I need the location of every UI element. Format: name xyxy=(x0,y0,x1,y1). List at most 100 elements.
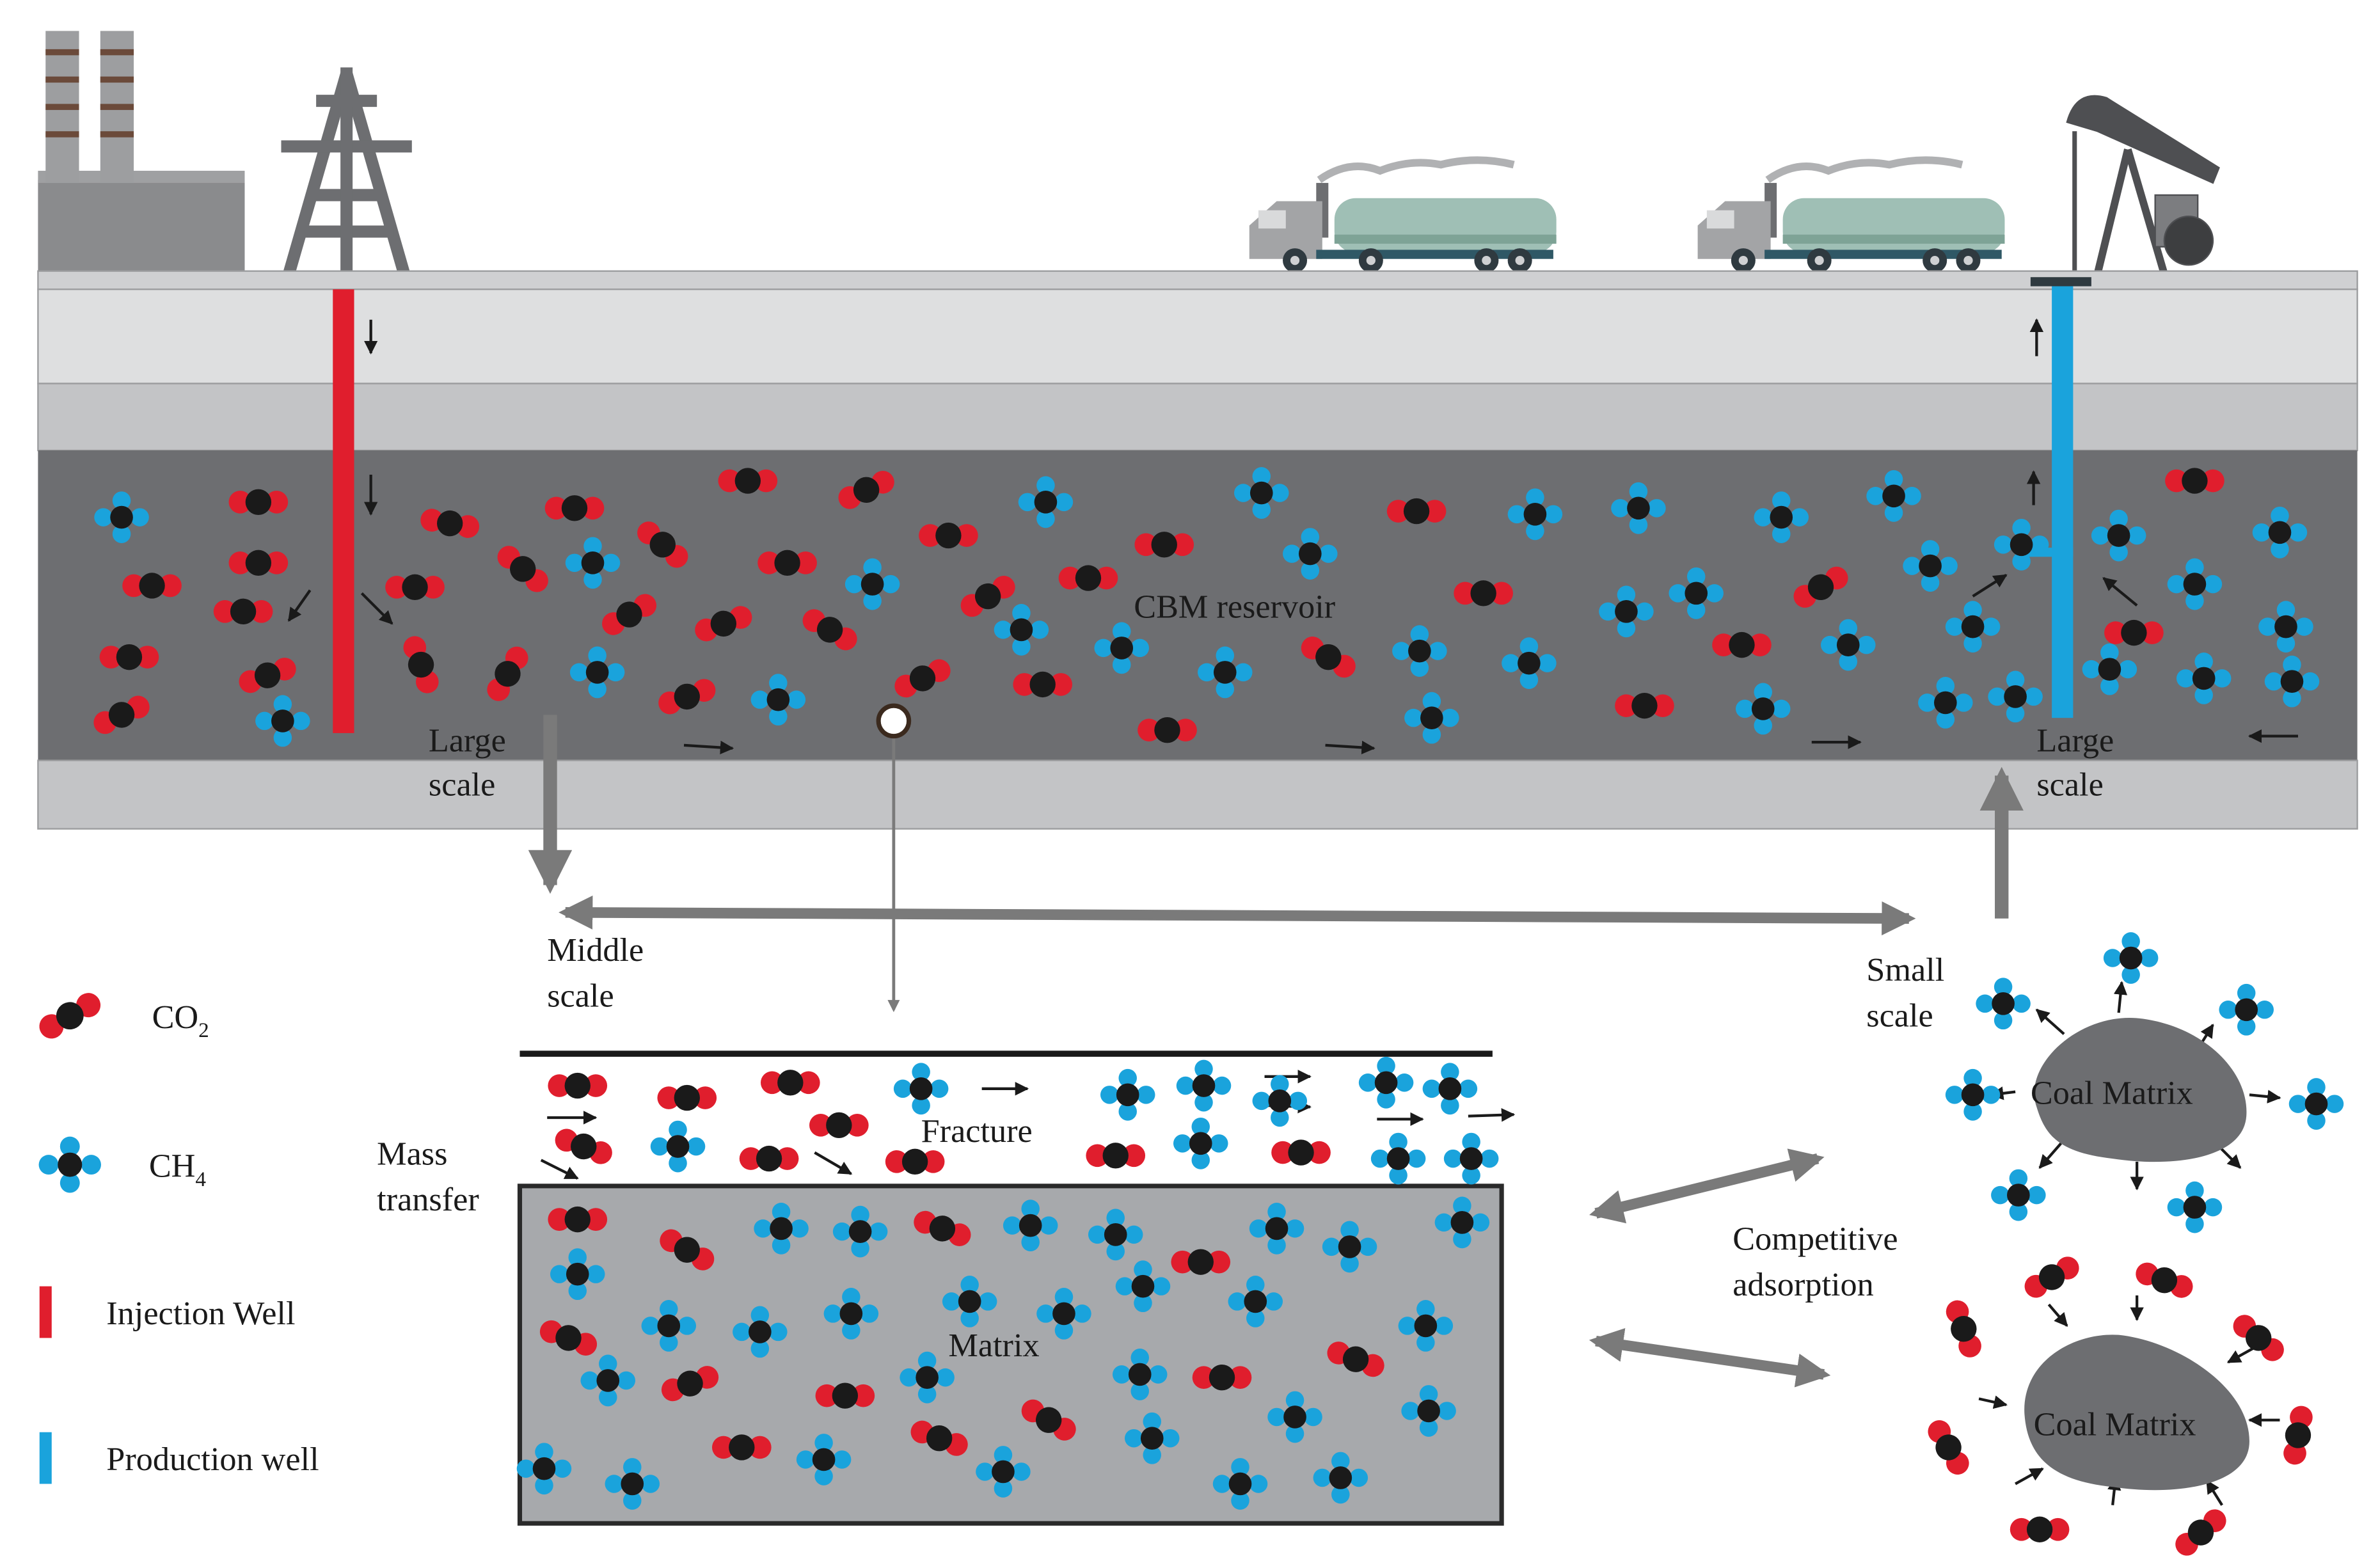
ch4-molecule-icon xyxy=(255,695,310,747)
ch4-molecule-icon xyxy=(1228,1276,1283,1327)
ch4-molecule-icon xyxy=(2091,509,2146,562)
ch4-molecule-icon xyxy=(1322,1221,1377,1273)
ch4-molecule-icon xyxy=(1198,646,1253,699)
ch4-molecule-icon xyxy=(1434,1196,1490,1249)
co2-molecule-icon xyxy=(1301,637,1356,678)
co2-molecule-icon xyxy=(637,521,688,568)
ch4-molecule-icon xyxy=(1115,1260,1171,1313)
co2-molecule-icon xyxy=(555,1128,612,1164)
ch4-molecule-icon xyxy=(893,1063,949,1115)
production-well xyxy=(2052,286,2074,718)
small-scale-label: scale xyxy=(1866,997,1933,1034)
ch4-molecule-icon xyxy=(1994,518,2049,571)
ch4-molecule-icon xyxy=(1918,677,1973,729)
legend-production-label: Production well xyxy=(106,1441,319,1478)
co2-molecule-icon xyxy=(658,679,716,715)
co2-molecule-icon xyxy=(1386,498,1447,525)
co2-molecule-icon xyxy=(757,550,817,576)
tanker-truck-icon xyxy=(1697,156,2005,273)
ch4-molecule-icon xyxy=(1945,601,2001,653)
co2-molecule-icon xyxy=(718,468,778,494)
legend-production-swatch xyxy=(39,1432,52,1484)
pump-jack-icon xyxy=(2066,95,2232,281)
co2-molecule-icon xyxy=(2165,468,2224,494)
co2-molecule-icon xyxy=(1928,1420,1969,1475)
ch4-molecule-icon xyxy=(823,1288,879,1340)
ch4-molecule-icon xyxy=(1735,683,1791,735)
co2-molecule-icon xyxy=(910,1420,968,1456)
diagram-labels: CBM reservoir Large scale Large scale Mi… xyxy=(377,588,2196,1443)
ch4-molecule-icon xyxy=(900,1351,955,1404)
ch4-molecule-icon xyxy=(1754,491,1809,543)
ch4-molecule-icon xyxy=(1903,540,1958,592)
ch4-molecule-icon xyxy=(1821,619,1876,671)
ch4-molecule-icon xyxy=(1976,978,2031,1030)
small-scale-label: Small xyxy=(1866,951,1944,988)
co2-molecule-icon xyxy=(657,1084,717,1111)
ch4-molecule-icon xyxy=(1173,1117,1228,1169)
ch4-molecule-icon xyxy=(516,1443,572,1495)
ch4-molecule-icon xyxy=(1404,692,1459,744)
legend: CO2 CH4 Injection Well Production well xyxy=(38,993,319,1484)
ch4-molecule-icon xyxy=(2167,1181,2223,1233)
co2-molecule-icon xyxy=(660,1229,715,1271)
ch4-molecule-icon xyxy=(733,1306,788,1358)
co2-molecule-icon xyxy=(548,1072,608,1099)
co2-molecule-icon xyxy=(1138,717,1197,743)
co2-molecule-icon xyxy=(1615,692,1674,719)
ch4-molecule-icon xyxy=(1252,1075,1308,1127)
ch4-molecule-icon xyxy=(580,1354,636,1407)
ch4-molecule-icon xyxy=(1370,1132,1426,1185)
co2-molecule-icon xyxy=(213,598,273,625)
ch4-molecule-icon xyxy=(832,1205,888,1258)
ch4-molecule-icon xyxy=(1401,1385,1456,1437)
co2-molecule-icon xyxy=(239,658,296,693)
co2-molecule-icon xyxy=(894,659,951,698)
co2-molecule-icon xyxy=(1793,566,1848,608)
co2-molecule-icon xyxy=(761,1070,820,1096)
sample-point-icon xyxy=(876,703,912,739)
ch4-molecule-icon xyxy=(976,1446,1031,1498)
ch4-molecule-icon xyxy=(796,1434,852,1485)
middle-scale-label: Middle xyxy=(547,931,644,969)
factory-icon xyxy=(38,31,245,271)
ch4-molecule-icon xyxy=(1398,1300,1454,1352)
co2-molecule-icon xyxy=(228,489,289,516)
ch4-molecule-icon xyxy=(550,1248,605,1301)
co2-molecule-icon xyxy=(695,606,752,642)
co2-molecule-icon xyxy=(1134,532,1194,558)
coal-matrix-top xyxy=(2034,1017,2247,1162)
ch4-molecule-icon xyxy=(1945,1068,2001,1121)
ch4-molecule-icon xyxy=(1088,1208,1143,1261)
ch4-molecule-icon xyxy=(1313,1452,1368,1504)
molecules-layer xyxy=(93,467,2320,747)
ch4-molecule-icon xyxy=(1176,1059,1232,1112)
competitive-adsorption-label: adsorption xyxy=(1733,1266,1874,1303)
legend-injection-label: Injection Well xyxy=(106,1295,295,1332)
co2-molecule-icon xyxy=(1021,1399,1076,1441)
ch4-molecule-icon xyxy=(750,674,806,726)
ch4-molecule-icon xyxy=(942,1276,997,1327)
ch4-molecule-icon xyxy=(1018,476,1074,528)
reservoir-label: CBM reservoir xyxy=(1134,588,1335,625)
co2-molecule-icon xyxy=(1058,565,1118,591)
ch4-molecule-icon xyxy=(565,537,621,589)
middle-scale-label: scale xyxy=(547,978,614,1015)
legend-ch4-label: CH4 xyxy=(149,1148,207,1191)
legend-co2-label: CO2 xyxy=(152,999,209,1042)
ch4-molecule-icon xyxy=(2167,558,2223,610)
ch4-molecule-icon xyxy=(94,491,149,543)
co2-molecule-icon xyxy=(403,636,439,693)
ch4-molecule-icon xyxy=(1866,470,1921,522)
ch4-molecule-icon xyxy=(605,1458,660,1510)
coal-matrix-bottom xyxy=(2024,1334,2249,1491)
large-scale-right-label: scale xyxy=(2036,766,2103,803)
ch4-molecule-icon xyxy=(994,603,1049,656)
ch4-molecule-icon xyxy=(1502,637,1557,690)
ch4-molecule-icon xyxy=(2264,655,2320,708)
large-scale-left-label: Large xyxy=(429,722,506,759)
coal-matrix-bottom-label: Coal Matrix xyxy=(2034,1406,2196,1443)
ch4-molecule-icon xyxy=(1124,1412,1180,1464)
co2-molecule-icon xyxy=(2233,1315,2284,1361)
